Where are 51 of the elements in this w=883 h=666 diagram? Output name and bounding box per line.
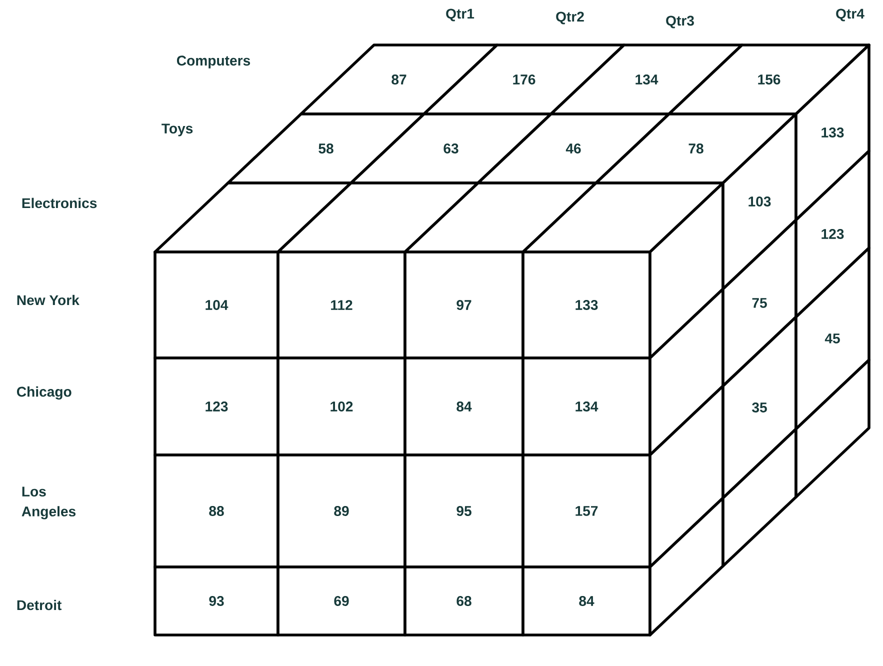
axis-label: Los Angeles (22, 486, 76, 520)
axis-label: Qtr3 (666, 16, 694, 28)
cube-cell: 58 (226, 112, 426, 184)
cube-cell (522, 182, 724, 254)
axis-label: New York (17, 294, 80, 306)
cube-cell: 84 (404, 356, 524, 456)
cube-cell: 156 (668, 44, 870, 116)
cube-cell (794, 358, 870, 498)
axis-label: Qtr4 (836, 8, 864, 22)
cube-cell (276, 182, 480, 254)
axis-label: Detroit (17, 600, 62, 610)
cube-cell (648, 182, 724, 360)
cube-cell: 89 (276, 454, 406, 568)
cube-cell: 78 (594, 112, 798, 184)
cube-cell: 103 (722, 112, 798, 290)
cube-cell: 102 (276, 356, 406, 456)
cube-cell: 123 (794, 150, 870, 318)
cube-cell: 104 (154, 250, 280, 360)
cube-cell: 88 (154, 454, 280, 568)
axis-label: Electronics (22, 198, 97, 208)
cube-cell: 68 (404, 566, 524, 636)
cube-cell: 63 (350, 112, 552, 184)
cube-cell: 133 (794, 44, 870, 222)
cube-cell: 46 (476, 112, 670, 184)
cube-cell: 84 (522, 566, 652, 636)
axis-label: Qtr1 (446, 8, 474, 22)
cube-cell: 87 (300, 44, 498, 116)
cube-cell: 93 (154, 566, 280, 636)
axis-label: Chicago (16, 386, 72, 400)
cube-cell: 123 (154, 356, 280, 456)
cube-cell (648, 496, 724, 636)
axis-label: Toys (162, 124, 193, 136)
cube-cell (648, 288, 724, 456)
cube-cell (154, 182, 352, 254)
cube-cell: 95 (404, 454, 524, 568)
axis-label: Qtr2 (556, 12, 584, 24)
cube-cell: 134 (550, 44, 744, 116)
cube-cell: 134 (522, 356, 652, 456)
cube-cell: 157 (522, 454, 652, 568)
cube-cell: 97 (404, 250, 524, 360)
cube-cell: 75 (722, 218, 798, 388)
cube-cell: 35 (722, 316, 798, 500)
cube-cell (404, 182, 598, 254)
cube-cell (722, 428, 798, 568)
cube-cell: 176 (422, 44, 626, 116)
cube-cell: 45 (794, 246, 870, 430)
cube-cell: 133 (522, 250, 652, 360)
cube-cell (648, 384, 724, 568)
cube-cell: 69 (276, 566, 406, 636)
axis-label: Computers (176, 56, 250, 68)
cube-cell: 112 (276, 250, 406, 360)
